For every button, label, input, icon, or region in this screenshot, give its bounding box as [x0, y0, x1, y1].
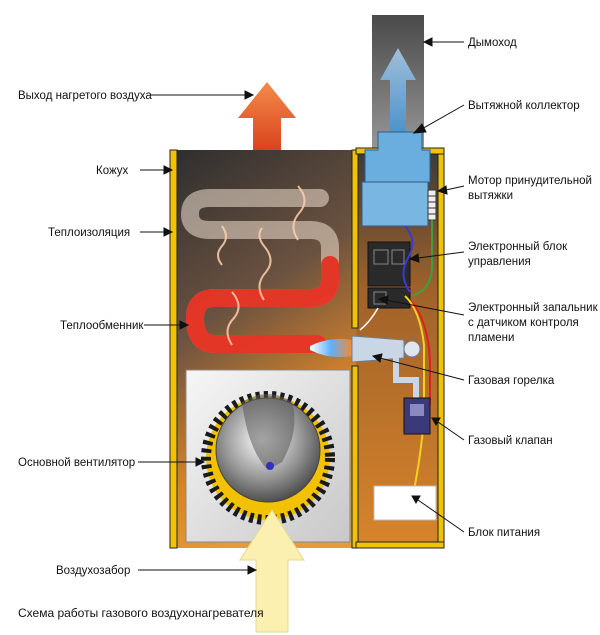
exhaust-arrow	[380, 48, 416, 140]
casing-bottom	[355, 541, 445, 549]
label-control-unit-1: Электронный блок	[468, 241, 568, 253]
control-unit-slot	[391, 249, 405, 265]
gas-burner	[351, 335, 405, 363]
label-igniter-3: пламени	[468, 332, 514, 344]
burner-fitting	[403, 340, 421, 358]
label-exhaust-collector: Вытяжной коллектор	[468, 100, 580, 112]
exhaust-collector	[364, 131, 431, 183]
draft-motor	[361, 181, 429, 227]
label-draft-motor-2: вытяжки	[468, 190, 513, 202]
gas-pipe	[393, 358, 419, 400]
wire-blue	[402, 225, 414, 293]
divider-upper	[351, 149, 359, 329]
fan-axle	[266, 462, 274, 470]
hot-air-arrow	[238, 82, 296, 150]
label-gas-burner: Газовая горелка	[468, 375, 555, 387]
label-heat-exchanger: Теплообменник	[60, 320, 144, 332]
wire-red	[409, 299, 431, 405]
label-power-unit: Блок питания	[468, 527, 540, 539]
power-unit	[373, 485, 437, 521]
label-draft-motor-1: Мотор принудительной	[468, 175, 592, 187]
label-igniter-2: с датчиком контроля	[468, 317, 579, 329]
leader-lines-right	[371, 37, 465, 533]
motor-connector	[427, 189, 437, 221]
diagram-caption: Схема работы газового воздухонагревателя	[18, 606, 264, 620]
label-main-fan: Основной вентилятор	[18, 457, 135, 469]
fan-scroll	[242, 394, 295, 470]
label-control-unit-2: управления	[468, 256, 531, 268]
wire-white	[359, 307, 379, 331]
label-casing: Кожух	[96, 165, 129, 177]
label-flue: Дымоход	[468, 37, 517, 49]
label-gas-valve: Газовый клапан	[468, 435, 553, 447]
burner-flame	[310, 338, 352, 358]
label-insulation: Теплоизоляция	[48, 227, 130, 239]
heat-wisps	[217, 185, 306, 346]
leader-lines-left	[138, 90, 258, 575]
casing-wall-right	[437, 149, 445, 549]
label-air-intake: Воздухозабор	[56, 565, 130, 577]
heat-exchanger-hot	[186, 256, 339, 353]
divider-lower	[351, 365, 359, 549]
control-unit-slot	[373, 249, 389, 265]
gas-valve-window	[410, 404, 424, 416]
label-igniter-1: Электронный запальник	[468, 302, 599, 314]
casing-wall-left	[169, 149, 178, 549]
wire-green	[411, 220, 433, 297]
air-intake-arrow	[239, 509, 305, 633]
label-hot-air-outlet: Выход нагретого воздуха	[18, 90, 152, 102]
